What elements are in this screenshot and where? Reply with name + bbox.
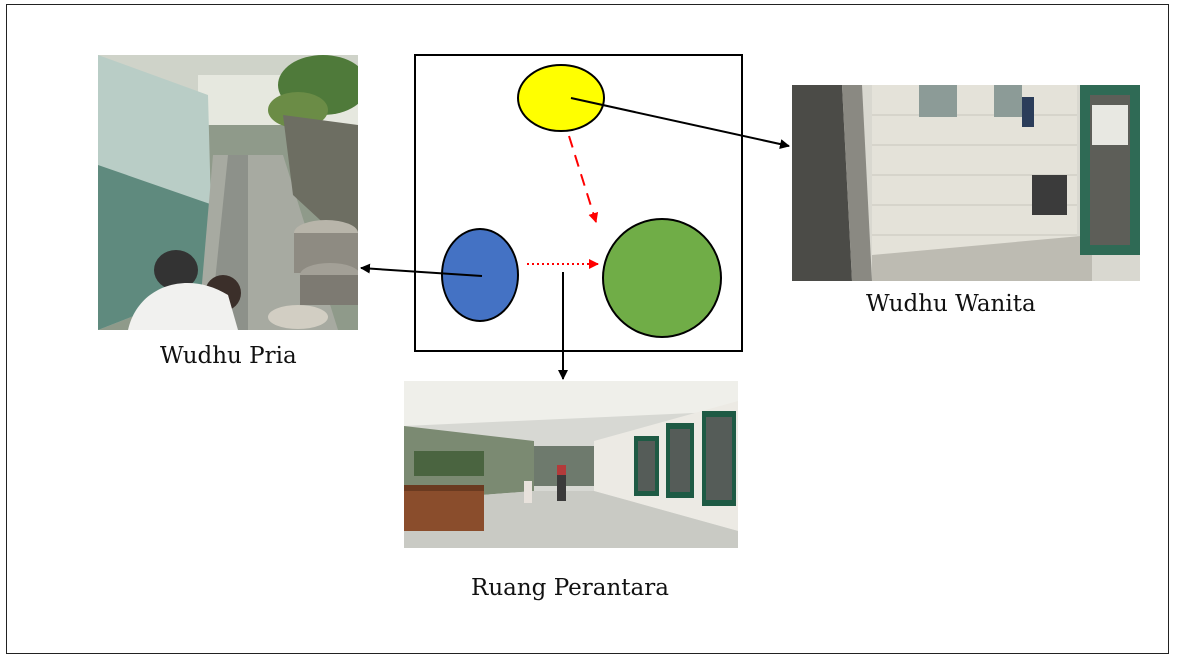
caption-ruang-perantara: Ruang Perantara — [471, 575, 669, 601]
caption-wudhu-wanita: Wudhu Wanita — [866, 291, 1036, 317]
photo-wudhu-wanita — [792, 85, 1140, 281]
photo-wudhu-pria — [98, 55, 358, 330]
node-yellow — [517, 64, 605, 132]
connector-blue-pria — [360, 263, 483, 277]
node-green — [602, 218, 722, 338]
caption-wudhu-pria: Wudhu Pria — [160, 343, 297, 369]
photo-ruang-perantara — [404, 381, 738, 548]
connector-yellow-wanita — [570, 97, 790, 149]
zone-box — [414, 54, 743, 352]
connector-yellow-green — [568, 135, 599, 223]
